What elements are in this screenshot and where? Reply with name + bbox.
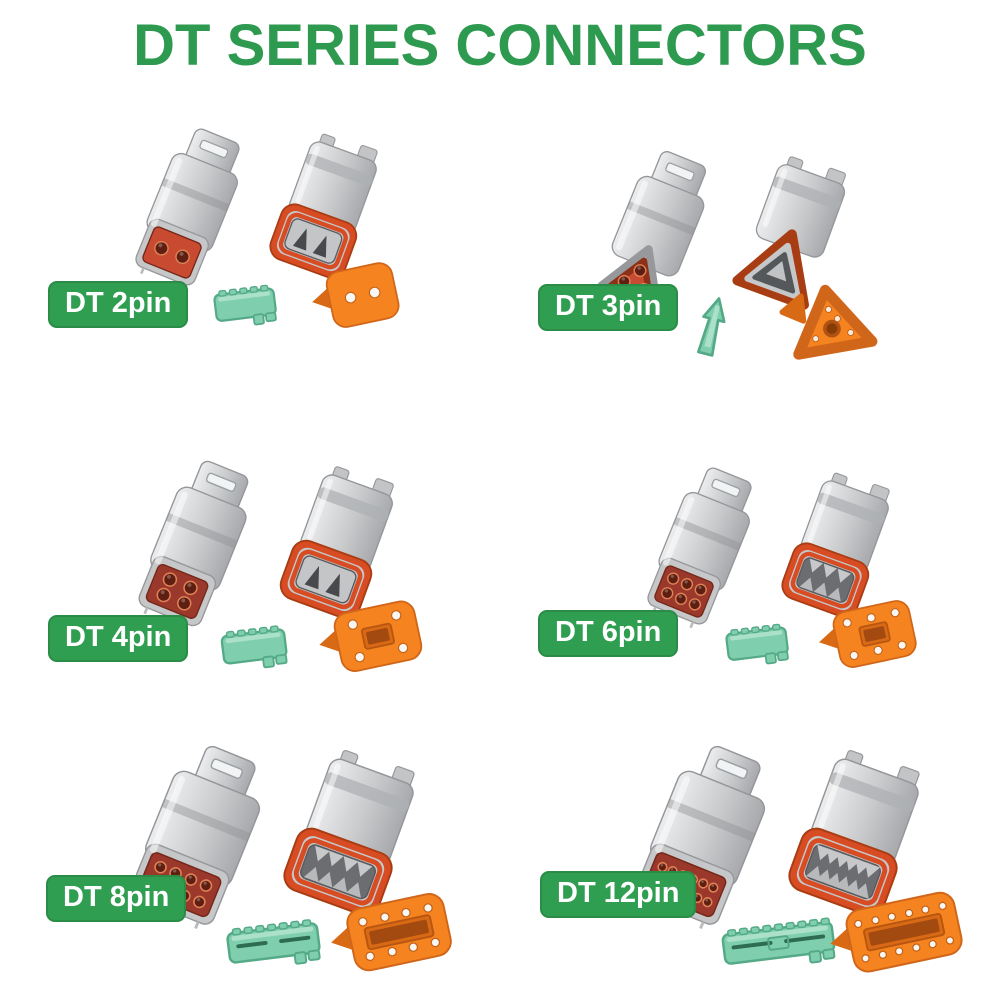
product-illustration-dt-4pin (138, 460, 423, 672)
label-badge-dt-6pin: DT 6pin (538, 610, 679, 657)
female-connector (279, 466, 394, 620)
female-connector (781, 472, 890, 618)
orange-wedge-lock (830, 891, 963, 973)
male-connector (135, 128, 240, 290)
female-connector (283, 749, 415, 916)
orange-wedge-lock (819, 600, 917, 668)
male-connector (647, 467, 752, 629)
label-badge-dt-3pin: DT 3pin (538, 284, 679, 331)
product-illustration-dt-12pin (636, 745, 963, 973)
female-connector (732, 156, 846, 310)
product-illustration-dt-8pin (136, 745, 452, 972)
teal-wedge-lock (226, 919, 321, 965)
page-title: DT SERIES CONNECTORS (133, 13, 867, 78)
orange-wedge-lock (779, 284, 878, 360)
label-badge-dt-4pin: DT 4pin (48, 615, 189, 662)
teal-wedge-lock (220, 625, 288, 669)
product-illustration-dt-6pin (647, 467, 917, 668)
female-connector (788, 749, 920, 916)
male-connector (598, 151, 707, 313)
product-illustration-dt-2pin (135, 128, 400, 328)
label-badge-dt-8pin: DT 8pin (46, 875, 187, 922)
female-connector (269, 133, 378, 279)
label-badge-dt-12pin: DT 12pin (540, 871, 697, 918)
orange-wedge-lock (331, 893, 452, 972)
product-illustration-dt-3pin (598, 151, 878, 360)
teal-wedge-lock (725, 623, 789, 665)
label-badge-dt-2pin: DT 2pin (48, 281, 189, 328)
male-connector (138, 460, 249, 631)
teal-wedge-lock (213, 284, 277, 326)
teal-wedge-lock (697, 297, 726, 357)
orange-wedge-lock (312, 262, 400, 328)
orange-wedge-lock (319, 600, 423, 672)
teal-wedge-lock (721, 917, 836, 965)
